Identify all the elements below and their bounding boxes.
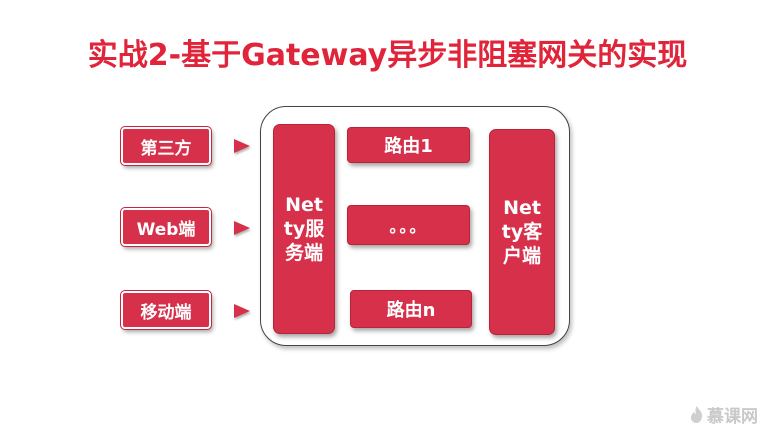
client-box-mobile: 移动端 xyxy=(120,290,212,330)
arrow-right-icon xyxy=(234,139,250,153)
slide-title: 实战2-基于Gateway异步非阻塞网关的实现 xyxy=(87,38,688,73)
route-box-n: 路由n xyxy=(350,290,472,328)
client-box-third-party: 第三方 xyxy=(120,126,212,166)
arrow-right-icon xyxy=(234,304,250,318)
flame-logo-icon xyxy=(691,406,703,423)
watermark: 慕课网 xyxy=(689,402,758,427)
netty-client-box: Net ty客 户端 xyxy=(489,129,555,335)
netty-server-line: ty服 xyxy=(283,218,325,240)
netty-client-line: ty客 xyxy=(501,221,543,243)
route-box-1: 路由1 xyxy=(347,127,470,163)
route-box-ellipsis: 。。。 xyxy=(347,205,470,245)
netty-server-line: Net xyxy=(285,194,323,216)
netty-client-line: Net xyxy=(503,197,541,219)
netty-server-line: 务端 xyxy=(284,242,323,264)
arrow-right-icon xyxy=(234,221,250,235)
watermark-text: 慕课网 xyxy=(707,407,758,427)
netty-server-box: Net ty服 务端 xyxy=(273,124,335,334)
netty-client-line: 户端 xyxy=(502,245,541,267)
client-box-web: Web端 xyxy=(120,207,212,247)
